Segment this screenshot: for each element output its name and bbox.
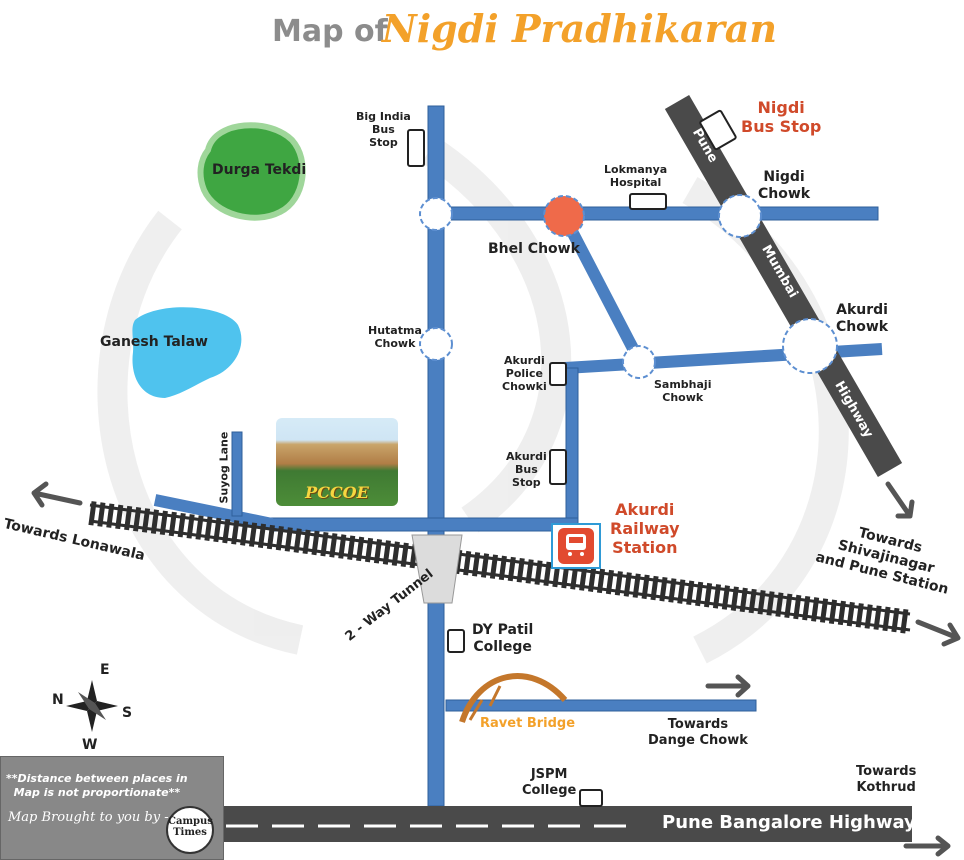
durga-tekdi-label: Durga Tekdi [212,162,307,178]
suyog-lane-label: Suyog Lane [217,431,231,504]
durga-tekdi-hill [197,122,306,221]
dy-patil-college-label: DY Patil College [472,622,534,655]
towards-kothrud-label: Towards Kothrud [856,764,917,795]
compass-south: S [122,705,133,721]
distance-note: **Distance between places in Map is not … [6,772,188,799]
sambhaji-chowk-marker [622,345,656,379]
railway-line [88,501,912,634]
big-india-bus-stop-icon [407,129,425,167]
dy-patil-college-icon [447,629,465,653]
lokmanya-hospital-icon [629,193,667,210]
akurdi-police-chowki-icon [549,362,567,386]
bhel-chowk-label: Bhel Chowk [488,241,580,257]
map-title-place: Nigdi Pradhikaran [382,6,778,51]
ganesh-talaw-label: Ganesh Talaw [100,334,208,350]
mumbai-pune-highway [664,94,903,478]
nigdi-chowk-marker [718,194,762,238]
stop-markers [407,109,737,807]
road-ravet [445,699,757,712]
akurdi-bus-stop-icon [549,449,567,485]
nigdi-bus-stop-icon [699,109,737,151]
direction-arrows [31,481,961,857]
ravet-bridge-icon [459,673,568,723]
hutatma-chowk-label: Hutatma Chowk [368,324,422,351]
akurdi-police-chowki-label: Akurdi Police Chowki [502,354,547,394]
compass-north: N [52,692,64,708]
road-station-link [565,367,579,531]
arrow-west-icon [31,481,83,508]
hutatma-chowk-marker [419,327,453,361]
akurdi-railway-station-label: Akurdi Railway Station [610,500,680,558]
jspm-college-label: JSPM College [522,767,577,798]
map-title-prefix: Map of [272,14,388,49]
pccoe-label: PCCOE [305,483,369,502]
arrow-southeast-icon [885,481,915,519]
ganesh-talaw-lake [132,307,242,398]
lokmanya-hospital-label: Lokmanya Hospital [604,163,668,190]
pune-bangalore-highway-label: Pune Bangalore Highway [662,812,916,833]
compass-east: E [100,662,110,678]
road-pccoe [269,517,579,532]
train-icon [551,523,601,569]
akurdi-bus-stop-label: Akurdi Bus Stop [506,450,547,490]
jspm-college-icon [579,789,603,807]
ravet-bridge-label: Ravet Bridge [480,716,576,731]
akurdi-chowk-marker [782,318,838,374]
credit-by-text: Map Brought to you by - [8,810,169,825]
bhel-chowk-marker [543,195,585,237]
pccoe-image: PCCOE [276,418,398,506]
sambhaji-chowk-label: Sambhaji Chowk [654,378,712,405]
nigdi-bus-stop-label: Nigdi Bus Stop [741,98,822,137]
tunnel-shape [411,534,463,604]
road-bhel-sambhaji [558,213,646,365]
arrow-east-rail-icon [915,619,961,647]
road-suyog-lane [231,431,243,517]
towards-dange-chowk-label: Towards Dange Chowk [648,717,748,748]
junction-circle [419,197,453,231]
campus-times-logo: Campus Times [166,806,214,854]
nigdi-chowk-label: Nigdi Chowk [758,169,811,202]
road-suyog-west [153,494,274,530]
akurdi-chowk-label: Akurdi Chowk [836,302,889,335]
compass-icon [66,680,118,732]
arrow-dange-icon [705,674,751,698]
big-india-bus-stop-label: Big India Bus Stop [356,110,411,150]
road-network [153,105,883,807]
junction-markers [419,194,838,379]
compass-west: W [82,737,98,753]
arrow-kothrud-icon [903,835,951,857]
